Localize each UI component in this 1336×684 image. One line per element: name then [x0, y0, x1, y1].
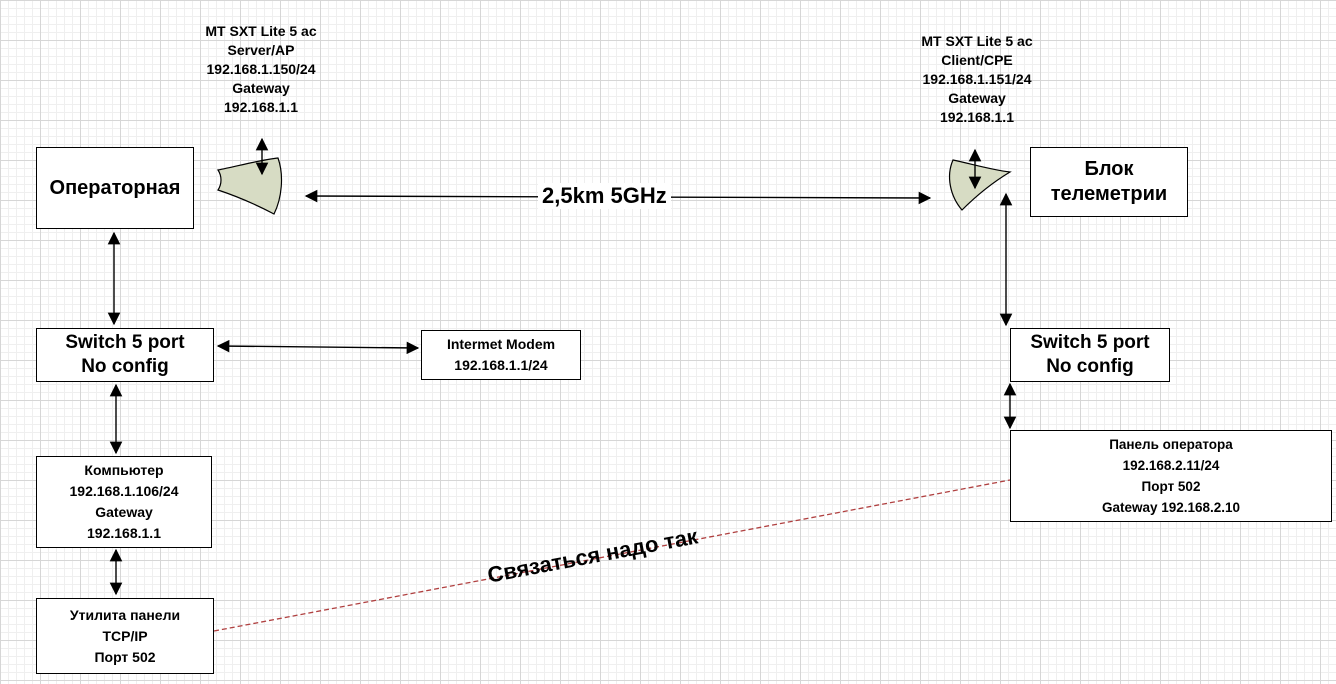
- switch-right-box: Switch 5 port No config: [1010, 328, 1170, 382]
- switch-left-box: Switch 5 port No config: [36, 328, 214, 382]
- modem-box: Intermet Modem 192.168.1.1/24: [421, 330, 581, 380]
- operator-room-box: Операторная: [36, 147, 194, 229]
- right-antenna-label: MT SXT Lite 5 ac Client/CPE 192.168.1.15…: [921, 33, 1033, 125]
- operator-panel-box: Панель оператора 192.168.2.11/24 Порт 50…: [1010, 430, 1332, 522]
- wireless-link-label: 2,5km 5GHz: [538, 183, 671, 209]
- left-antenna-icon: [217, 137, 283, 215]
- left-antenna-label: MT SXT Lite 5 ac Server/AP 192.168.1.150…: [205, 23, 317, 115]
- telemetry-box: Блок телеметрии: [1030, 147, 1188, 217]
- link-switch-modem: [216, 339, 420, 355]
- right-antenna-icon: [949, 148, 1012, 211]
- computer-box: Компьютер 192.168.1.106/24 Gateway 192.1…: [36, 456, 212, 548]
- panel-utility-box: Утилита панели TCP/IP Порт 502: [36, 598, 214, 674]
- desired-connection-line: [213, 479, 1011, 632]
